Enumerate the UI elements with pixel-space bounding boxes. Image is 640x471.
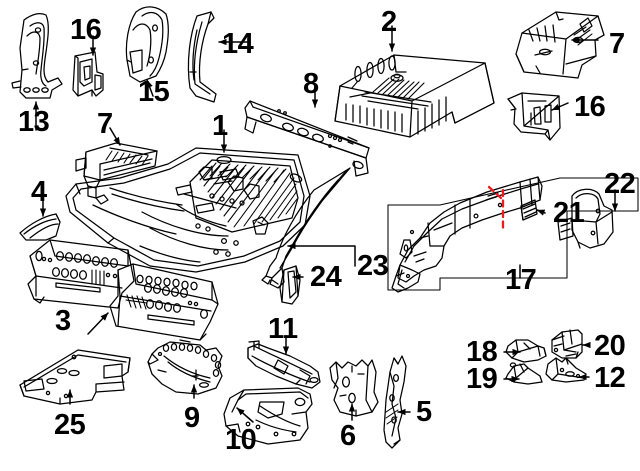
callout-21[interactable]: 21 <box>553 197 585 229</box>
part-20-shape <box>551 329 583 359</box>
section-cut-marker <box>487 185 505 230</box>
callout-25[interactable]: 25 <box>54 409 86 441</box>
part-19-shape <box>505 362 543 385</box>
part-17-group <box>387 176 639 293</box>
callout-10[interactable]: 10 <box>225 424 257 456</box>
part-11-shape <box>247 340 321 389</box>
callout-13[interactable]: 13 <box>18 106 50 138</box>
callout-20[interactable]: 20 <box>594 330 626 362</box>
part-16a-shape <box>72 51 104 97</box>
callout-7-left[interactable]: 7 <box>97 108 113 140</box>
part-12-shape <box>545 357 587 383</box>
callout-2[interactable]: 2 <box>381 6 397 38</box>
part-1-shape <box>65 147 311 273</box>
callout-4[interactable]: 4 <box>31 176 47 208</box>
callout-14[interactable]: 14 <box>222 28 254 60</box>
callout-11[interactable]: 11 <box>268 313 298 345</box>
callout-12[interactable]: 12 <box>594 362 626 394</box>
part-4-shape <box>19 213 61 241</box>
part-18-shape <box>505 339 547 363</box>
callout-16-upper-left[interactable]: 16 <box>70 14 102 46</box>
leader-lines <box>32 25 619 423</box>
part-24-shape <box>279 265 301 305</box>
callout-24[interactable]: 24 <box>310 261 342 293</box>
callout-17[interactable]: 17 <box>505 264 537 296</box>
part-2-shape <box>334 54 495 138</box>
part-15-shape <box>125 6 169 83</box>
part-3-shape <box>27 239 219 341</box>
callout-16-right[interactable]: 16 <box>574 91 606 123</box>
part-14-shape <box>187 11 217 103</box>
callout-9[interactable]: 9 <box>184 402 200 434</box>
callout-5[interactable]: 5 <box>416 396 432 428</box>
callout-6[interactable]: 6 <box>340 420 356 452</box>
part-21-shape <box>520 199 538 221</box>
callout-15[interactable]: 15 <box>138 76 170 108</box>
part-13-shape <box>11 13 63 99</box>
part-17-rail <box>391 176 543 293</box>
part-10-shape <box>223 387 313 445</box>
callout-18[interactable]: 18 <box>466 336 498 368</box>
part-25-shape <box>19 349 131 405</box>
callout-23[interactable]: 23 <box>357 250 389 282</box>
part-8-shape <box>244 100 370 177</box>
callout-8[interactable]: 8 <box>303 68 319 100</box>
part-7b-shape <box>515 11 605 79</box>
part-9-shape <box>147 339 223 395</box>
callout-1[interactable]: 1 <box>212 110 228 142</box>
part-22-shape <box>557 188 614 249</box>
callout-19[interactable]: 19 <box>466 363 498 395</box>
part-16b-shape <box>507 92 561 141</box>
part-6-shape <box>329 359 379 417</box>
callout-3[interactable]: 3 <box>55 305 71 337</box>
part-5-shape <box>383 355 407 449</box>
callout-22[interactable]: 22 <box>604 168 636 200</box>
callout-7-upper-right[interactable]: 7 <box>609 28 625 60</box>
